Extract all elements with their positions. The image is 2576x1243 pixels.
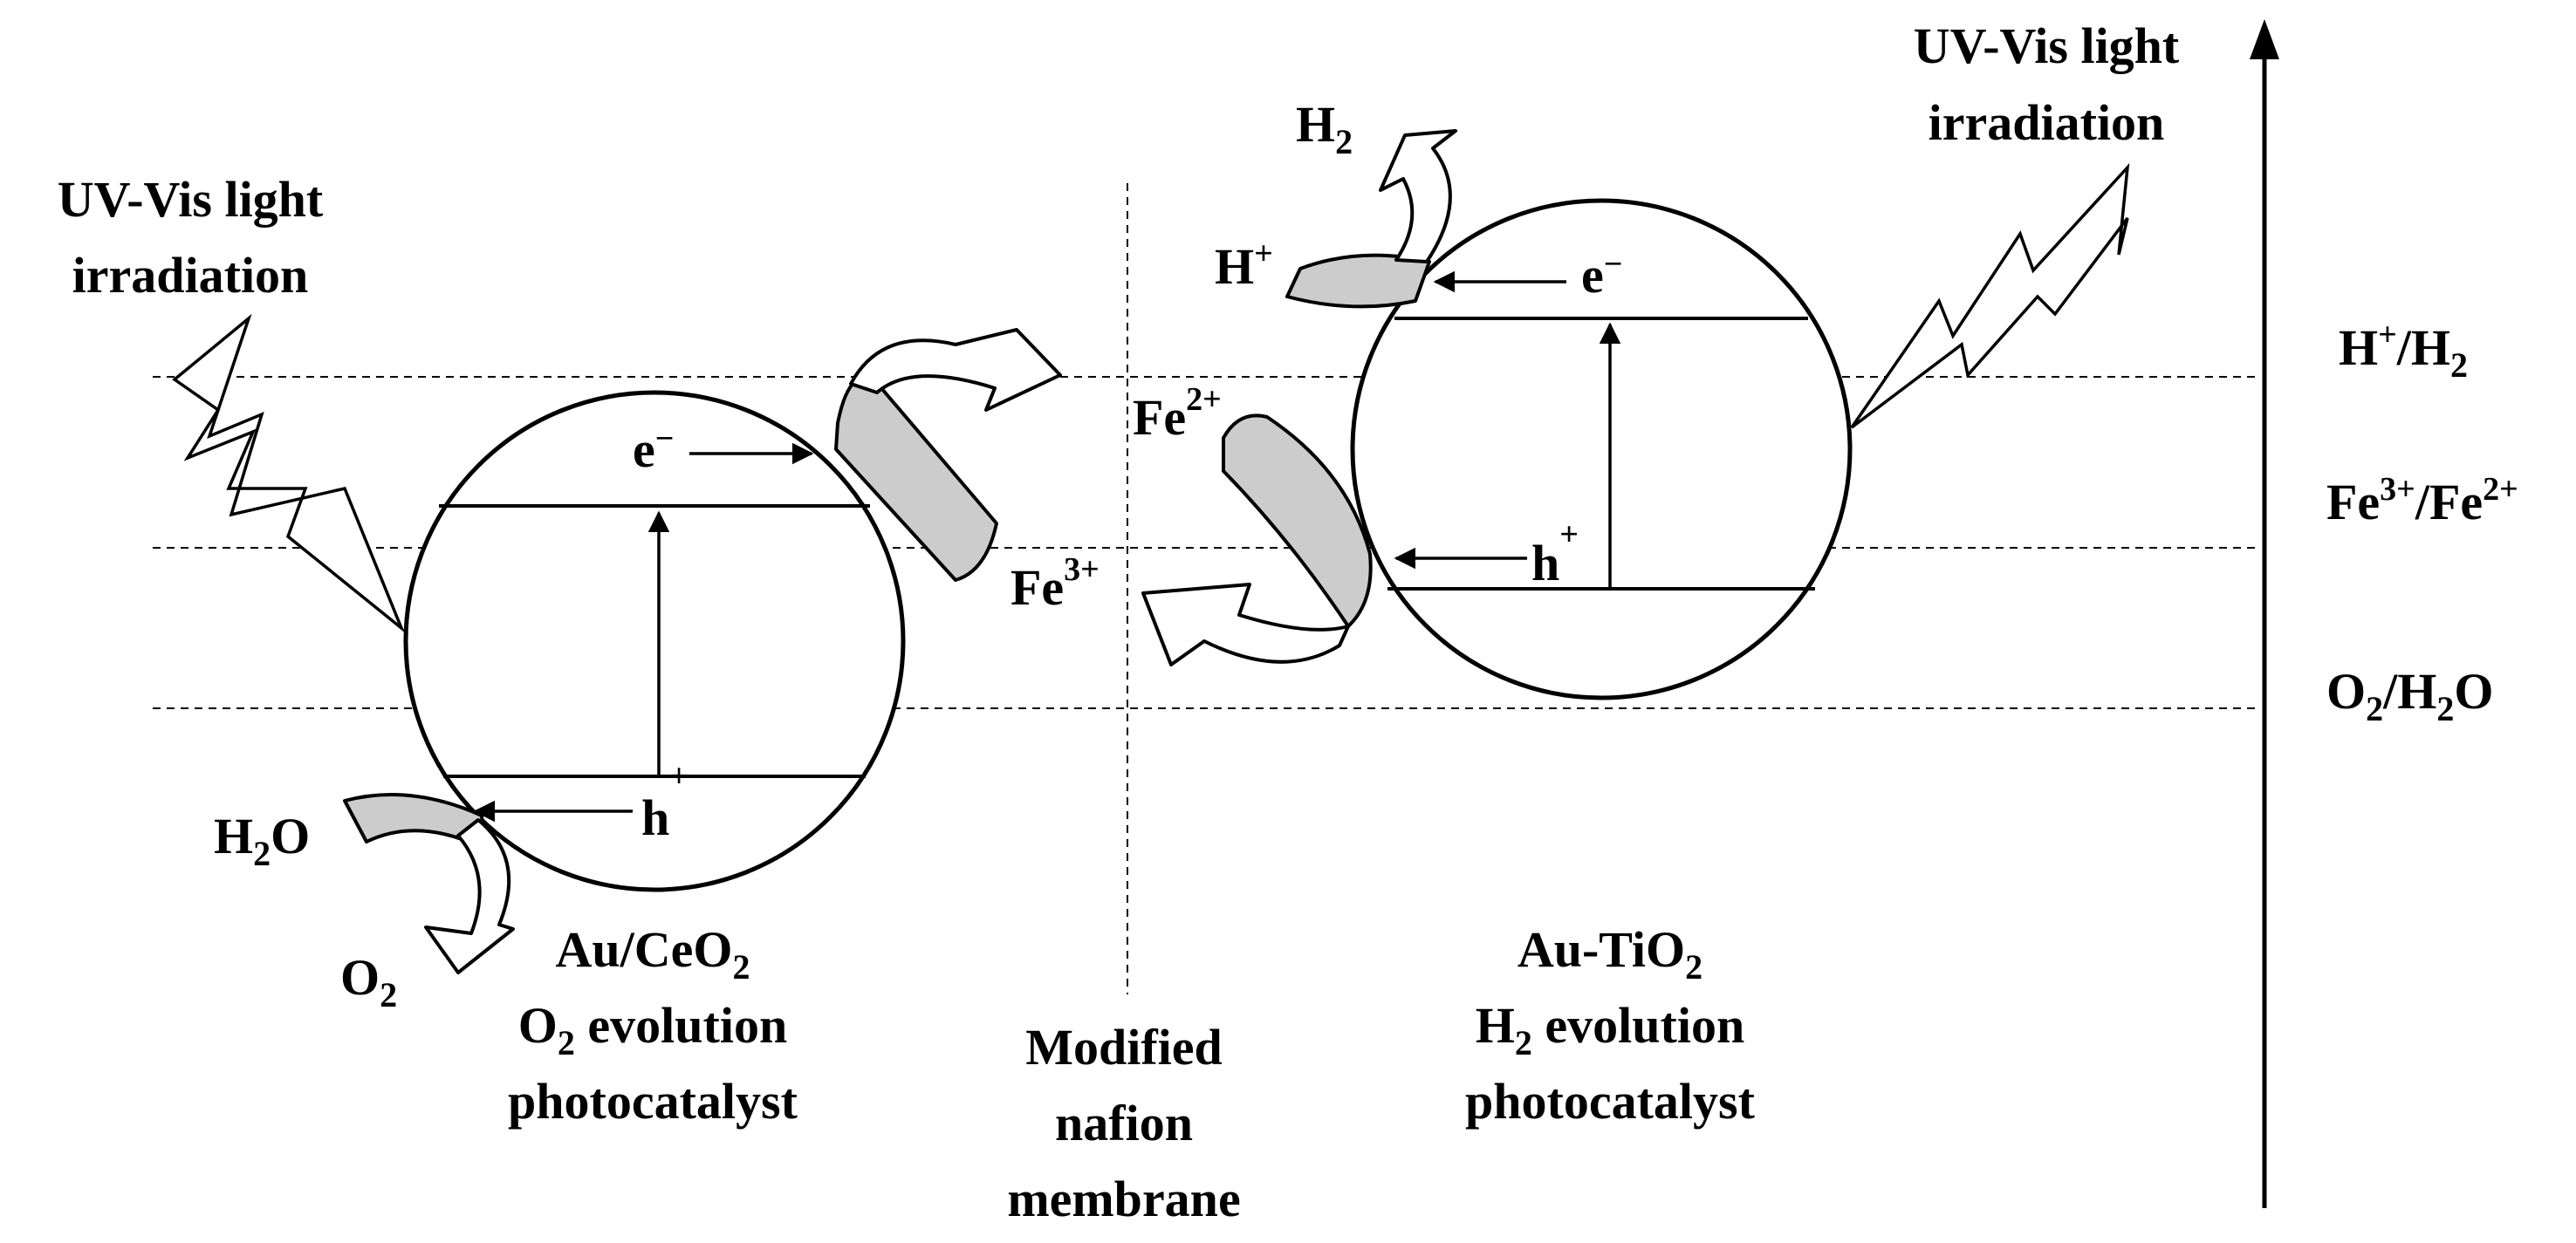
ceo2-particle (403, 390, 906, 892)
h2-product-label: H2 (1296, 96, 1353, 161)
h-plus-ribbon (1285, 253, 1431, 309)
lightning-right-icon (1850, 162, 2130, 429)
tio2-type: photocatalyst (1465, 1073, 1756, 1130)
h2-release-arrow (1379, 129, 1457, 263)
o2-release-arrow (424, 818, 515, 974)
membrane-line1: Modified (1025, 1019, 1223, 1076)
ceo2-electron-label: e− (633, 420, 674, 478)
tio2-name: Au-TiO2 (1518, 921, 1702, 987)
tio2-fe-ribbon (1222, 413, 1373, 628)
tio2-electron-label: e− (1581, 246, 1622, 304)
tio2-fe-hollow-arrow (1141, 583, 1350, 666)
fe2-label: Fe2+ (1133, 381, 1222, 446)
light-left-line2: irradiation (72, 247, 309, 304)
ceo2-hole-label: h+ (641, 758, 689, 846)
label-fe3-fe2: Fe3+/Fe2+ (2326, 471, 2518, 530)
ceo2-role: O2 evolution (518, 997, 787, 1062)
h-plus-label: H+ (1215, 236, 1273, 295)
h2o-label: H2O (214, 808, 310, 873)
label-o2-h2o: O2/H2O (2326, 663, 2493, 728)
light-right-line2: irradiation (1929, 94, 2165, 151)
ceo2-type: photocatalyst (508, 1073, 798, 1130)
light-right-line1: UV-Vis light (1914, 17, 2180, 74)
ceo2-fe-hollow-arrow (849, 328, 1062, 412)
fe3-label: Fe3+ (1011, 551, 1100, 616)
energy-axis-arrowhead (2250, 19, 2279, 59)
membrane-line3: membrane (1007, 1171, 1240, 1227)
light-left-line1: UV-Vis light (58, 171, 324, 228)
label-h-h2: H+/H2 (2339, 317, 2468, 385)
tio2-particle (1350, 198, 1853, 700)
lightning-left-icon (172, 313, 406, 633)
membrane-line2: nafion (1055, 1095, 1193, 1151)
tio2-role: H2 evolution (1476, 997, 1744, 1062)
o2-product-label: O2 (340, 949, 397, 1014)
ceo2-name: Au/CeO2 (556, 921, 750, 987)
tio2-hole-label: h+ (1531, 516, 1579, 591)
ceo2-fe-ribbon (834, 377, 998, 582)
